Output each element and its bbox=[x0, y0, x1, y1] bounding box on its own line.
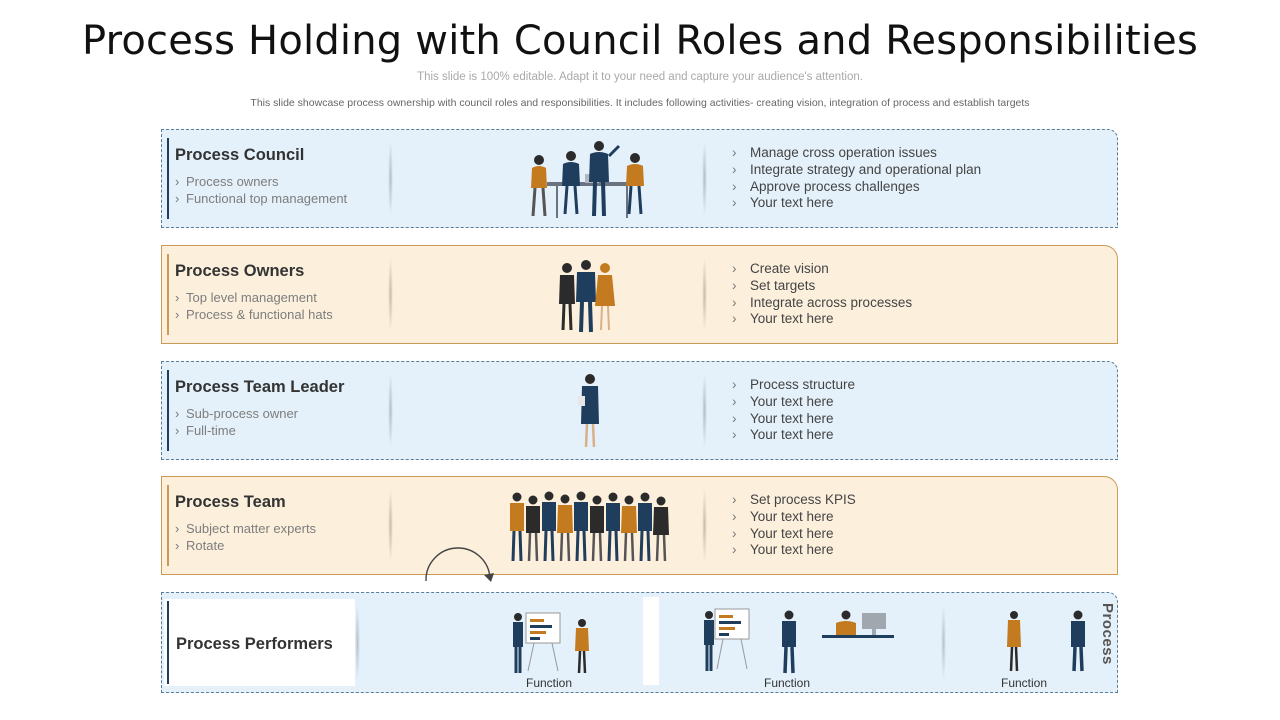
process-vertical-label: Process bbox=[1099, 603, 1116, 665]
activity-item: ›Your text here bbox=[732, 525, 834, 541]
row-process-team-leader: Process Team Leader ›Sub-process owner ›… bbox=[161, 361, 1118, 460]
presentation-board-icon bbox=[513, 612, 589, 674]
row-activities: ›Process structure ›Your text here ›Your… bbox=[732, 377, 855, 444]
row-title: Process Council bbox=[175, 146, 305, 164]
row-subitem: ›Functional top management bbox=[175, 190, 348, 206]
row-subitem: ›Subject matter experts bbox=[175, 521, 317, 536]
row-activities: ›Manage cross operation issues ›Integrat… bbox=[732, 145, 981, 212]
activity-item: ›Set targets bbox=[732, 277, 816, 293]
separator-shadow bbox=[388, 372, 393, 449]
row-subitems: ›Top level management ›Process & functio… bbox=[175, 290, 333, 323]
activity-item: ›Your text here bbox=[732, 508, 834, 524]
separator-shadow bbox=[388, 140, 393, 217]
editable-note: This slide is 100% editable. Adapt it to… bbox=[417, 71, 863, 83]
row-activities: ›Create vision ›Set targets ›Integrate a… bbox=[732, 261, 912, 328]
row-subitems: ›Subject matter experts ›Rotate bbox=[175, 521, 316, 554]
separator-shadow bbox=[388, 487, 393, 564]
activity-item: ›Create vision bbox=[732, 261, 829, 276]
leaders-group-illustration bbox=[559, 260, 615, 333]
performers-gap bbox=[643, 597, 659, 685]
separator-shadow bbox=[388, 256, 393, 333]
activity-item: ›Your text here bbox=[732, 410, 834, 426]
desk-computer-icon bbox=[822, 610, 894, 638]
separator-shadow bbox=[702, 140, 707, 217]
row-subitem: ›Sub-process owner bbox=[175, 406, 298, 421]
team-group-illustration bbox=[510, 491, 669, 562]
row-title: Process Team Leader bbox=[175, 378, 345, 396]
activity-item: ›Integrate across processes bbox=[732, 294, 913, 310]
separator-shadow bbox=[941, 603, 946, 682]
presenter-and-staff-illustration bbox=[704, 608, 796, 674]
row-title: Process Team bbox=[175, 493, 286, 511]
activity-item: ›Set process KPIS bbox=[732, 492, 856, 507]
row-subitem: ›Top level management bbox=[175, 290, 317, 305]
row-accent-bar bbox=[167, 601, 169, 684]
row-subitems: ›Process owners ›Functional top manageme… bbox=[175, 174, 347, 207]
activity-item: ›Your text here bbox=[732, 311, 834, 327]
row-subitem: ›Full-time bbox=[175, 422, 236, 438]
row-accent-bar bbox=[167, 370, 169, 451]
separator-shadow bbox=[355, 603, 360, 682]
team-leader-illustration bbox=[578, 374, 599, 448]
activity-item: ›Your text here bbox=[732, 542, 834, 558]
row-subitem: ›Process & functional hats bbox=[175, 306, 333, 322]
activity-item: ›Your text here bbox=[732, 393, 834, 409]
row-process-performers: Process Performers Function Function bbox=[161, 592, 1118, 693]
staff-pair-illustration bbox=[1007, 610, 1085, 672]
row-subitem: ›Rotate bbox=[175, 537, 225, 553]
row-process-owners: Process Owners ›Top level management ›Pr… bbox=[161, 245, 1118, 344]
activity-item: ›Approve process challenges bbox=[732, 178, 920, 194]
activity-item: ›Your text here bbox=[732, 195, 834, 211]
function-label: Function bbox=[764, 676, 811, 690]
slide-title: Process Holding with Council Roles and R… bbox=[82, 18, 1198, 64]
separator-shadow bbox=[702, 256, 707, 333]
row-process-team: Process Team ›Subject matter experts ›Ro… bbox=[161, 476, 1118, 575]
row-subitems: ›Sub-process owner ›Full-time bbox=[175, 406, 298, 439]
activity-item: ›Process structure bbox=[732, 377, 856, 392]
row-accent-bar bbox=[167, 254, 169, 335]
slide-description: This slide showcase process ownership wi… bbox=[250, 97, 1030, 109]
activity-item: ›Manage cross operation issues bbox=[732, 145, 937, 160]
function-label: Function bbox=[526, 676, 573, 690]
row-accent-bar bbox=[167, 138, 169, 219]
row-process-council: Process Council ›Process owners ›Functio… bbox=[161, 129, 1118, 228]
separator-shadow bbox=[702, 372, 707, 449]
separator-shadow bbox=[702, 487, 707, 564]
activity-item: ›Your text here bbox=[732, 427, 834, 443]
row-title: Process Owners bbox=[175, 262, 305, 280]
activity-item: ›Integrate strategy and operational plan bbox=[732, 161, 982, 177]
row-subitem: ›Process owners bbox=[175, 174, 279, 189]
row-activities: ›Set process KPIS ›Your text here ›Your … bbox=[732, 492, 856, 559]
row-title: Process Performers bbox=[176, 635, 333, 653]
row-accent-bar bbox=[167, 485, 169, 566]
function-label: Function bbox=[1001, 676, 1048, 690]
meeting-illustration bbox=[531, 141, 644, 218]
performers-title-box bbox=[164, 599, 355, 686]
